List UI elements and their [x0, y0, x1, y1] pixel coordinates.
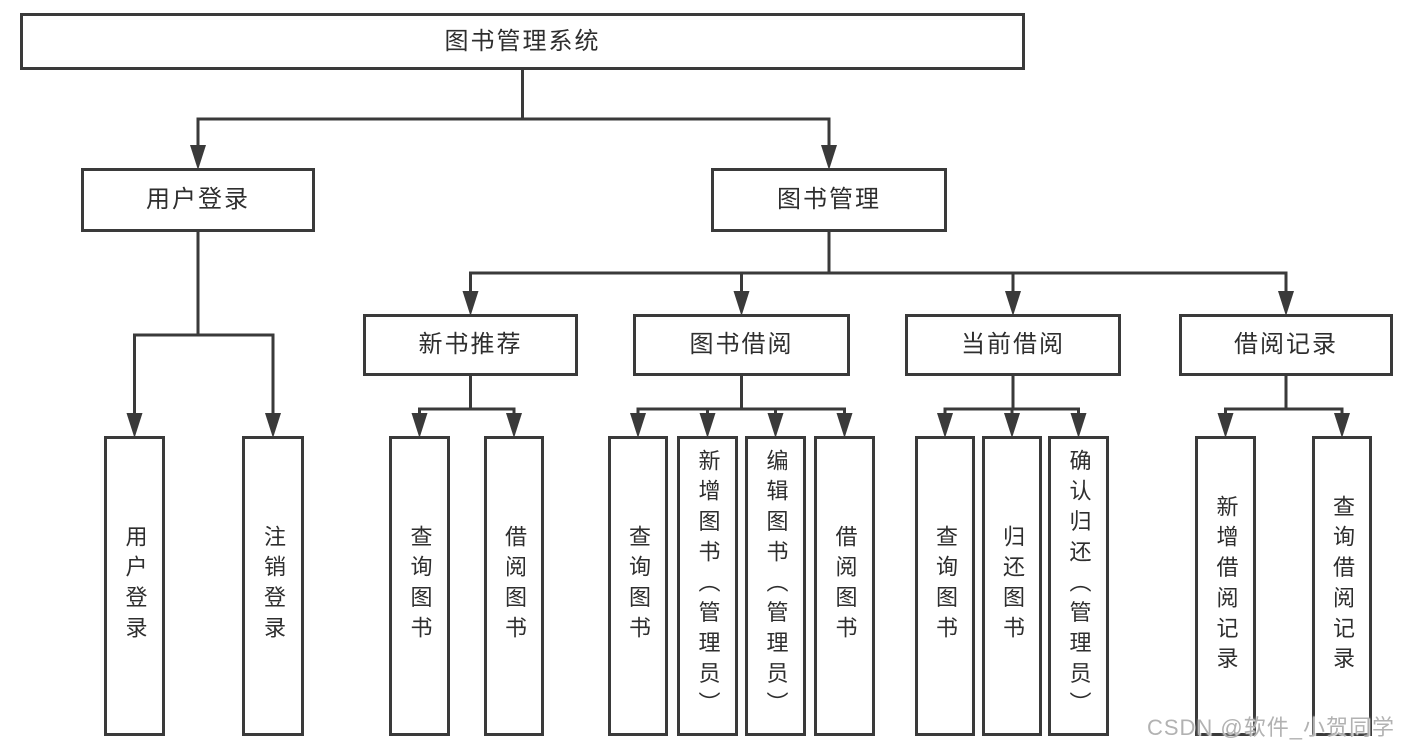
leaf-query-borrow-record: 查询借阅记录	[1312, 436, 1372, 736]
node-user-login: 用户登录	[81, 168, 315, 232]
arrowhead	[265, 413, 281, 438]
node-label: 图书管理	[777, 186, 881, 213]
node-borrowing-records: 借阅记录	[1179, 314, 1393, 376]
arrowhead	[836, 413, 853, 438]
leaf-label: 归还图书	[1000, 525, 1025, 647]
arrowhead	[1278, 291, 1294, 316]
arrowhead	[1334, 413, 1350, 438]
leaf-user-login: 用户登录	[104, 436, 165, 736]
arrowhead	[821, 145, 837, 170]
leaf-edit-books-admin: 编辑图书（管理员）	[745, 436, 806, 736]
leaf-borrow-books: 借阅图书	[814, 436, 875, 736]
leaf-label: 查询图书	[933, 525, 958, 647]
leaf-label: 注销登录	[261, 525, 286, 647]
node-new-book-recommend: 新书推荐	[363, 314, 578, 376]
node-book-management: 图书管理	[711, 168, 947, 232]
leaf-label: 确认归还（管理员）	[1066, 449, 1092, 723]
leaf-borrow-books-recommend: 借阅图书	[484, 436, 544, 736]
arrowhead	[126, 413, 143, 438]
node-label: 新书推荐	[418, 331, 523, 358]
leaf-query-books-recommend: 查询图书	[389, 436, 450, 736]
arrowhead	[699, 413, 716, 438]
leaf-add-books-admin: 新增图书（管理员）	[677, 436, 738, 736]
leaf-add-borrow-record: 新增借阅记录	[1195, 436, 1256, 736]
leaf-label: 新增借阅记录	[1213, 494, 1239, 678]
arrowhead	[506, 413, 522, 438]
leaf-label: 查询图书	[626, 525, 651, 647]
leaf-label: 编辑图书（管理员）	[763, 449, 789, 723]
watermark-text: CSDN @软件_小贺同学	[1146, 715, 1395, 740]
node-label: 图书管理系统	[444, 27, 601, 55]
leaf-label: 用户登录	[122, 525, 148, 647]
arrowhead	[937, 413, 953, 438]
arrowhead	[1005, 291, 1021, 316]
node-label: 借阅记录	[1234, 331, 1338, 358]
leaf-label: 查询图书	[407, 525, 433, 647]
node-library-management-system: 图书管理系统	[20, 13, 1025, 70]
leaf-label: 新增图书（管理员）	[695, 449, 721, 723]
leaf-label: 借阅图书	[502, 525, 527, 647]
arrowhead	[767, 413, 784, 438]
leaf-confirm-return-admin: 确认归还（管理员）	[1048, 436, 1109, 736]
leaf-label: 查询借阅记录	[1330, 494, 1355, 678]
leaf-label: 借阅图书	[832, 525, 858, 647]
leaf-query-books-borrowing: 查询图书	[608, 436, 668, 736]
arrowhead	[1217, 413, 1234, 438]
node-book-borrowing: 图书借阅	[633, 314, 850, 376]
node-label: 图书借阅	[689, 331, 794, 358]
leaf-query-books-current: 查询图书	[915, 436, 975, 736]
arrowhead	[462, 291, 479, 316]
leaf-logout: 注销登录	[242, 436, 304, 736]
arrowhead	[733, 291, 750, 316]
arrowhead	[1004, 413, 1020, 438]
leaf-return-books: 归还图书	[982, 436, 1042, 736]
arrowhead	[411, 413, 428, 438]
node-label: 当前借阅	[961, 331, 1065, 358]
node-current-borrowing: 当前借阅	[905, 314, 1121, 376]
arrowhead	[190, 145, 206, 170]
arrowhead	[1070, 413, 1087, 438]
node-label: 用户登录	[146, 186, 250, 213]
arrowhead	[630, 413, 646, 438]
